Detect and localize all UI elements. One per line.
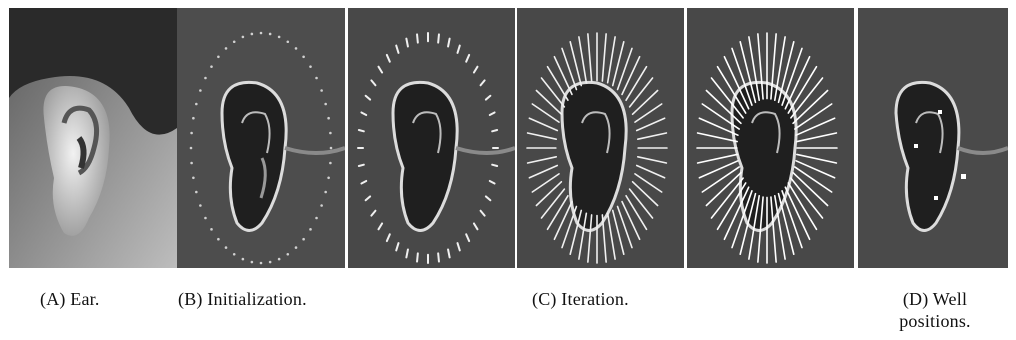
init-dot	[320, 89, 323, 92]
init-dot	[190, 162, 193, 165]
init-dot	[217, 238, 220, 241]
caption-d: (D) Well positions.	[892, 288, 978, 332]
init-dot	[242, 258, 245, 261]
init-dot	[233, 40, 236, 43]
init-dot	[260, 262, 263, 265]
init-dot	[309, 228, 312, 231]
iteration-line	[359, 165, 364, 166]
init-dot	[210, 228, 213, 231]
init-dot	[225, 246, 228, 249]
init-dot	[204, 217, 207, 220]
init-dot	[199, 89, 202, 92]
init-dot	[295, 47, 298, 50]
init-dot	[251, 261, 254, 264]
well-marker	[938, 110, 942, 114]
init-dot	[302, 55, 305, 58]
panel-c3-iteration	[687, 8, 854, 268]
init-dot	[260, 32, 263, 35]
init-dot	[329, 162, 332, 165]
init-dot	[302, 238, 305, 241]
init-dot	[286, 253, 289, 256]
init-dot	[278, 258, 281, 261]
init-dot	[324, 103, 327, 106]
init-dot	[192, 117, 195, 120]
init-dot	[251, 33, 254, 36]
init-dot	[327, 176, 330, 179]
init-dot	[315, 77, 318, 80]
caption-d-line1: (D) Well	[892, 288, 978, 310]
init-dot	[330, 147, 333, 150]
init-dot	[269, 261, 272, 264]
iteration-line	[492, 165, 497, 166]
init-dot	[204, 77, 207, 80]
init-dot	[327, 117, 330, 120]
init-dot	[286, 40, 289, 43]
init-dot	[190, 147, 193, 150]
panel-d-well-positions	[858, 8, 1008, 268]
iteration-line	[359, 130, 364, 131]
well-marker	[914, 144, 918, 148]
init-dot	[242, 36, 245, 39]
iteration-line	[438, 34, 439, 42]
iteration-line	[492, 130, 497, 131]
panel-a-ear-photo	[9, 8, 177, 268]
init-dot	[315, 217, 318, 220]
well-marker	[961, 174, 966, 179]
init-dot	[295, 246, 298, 249]
iteration-line	[417, 253, 418, 261]
well-marker	[934, 196, 938, 200]
caption-b: (B) Initialization.	[178, 288, 307, 310]
init-dot	[190, 132, 193, 135]
iteration-line	[417, 34, 418, 42]
init-dot	[225, 47, 228, 50]
init-dot	[324, 191, 327, 194]
init-dot	[233, 253, 236, 256]
init-dot	[199, 204, 202, 207]
caption-c: (C) Iteration.	[532, 288, 629, 310]
init-dot	[309, 65, 312, 68]
init-dot	[320, 204, 323, 207]
caption-d-line2: positions.	[892, 310, 978, 332]
init-dot	[269, 33, 272, 36]
init-dot	[195, 103, 198, 106]
init-dot	[217, 55, 220, 58]
panel-b-initialization	[177, 8, 345, 268]
init-dot	[329, 132, 332, 135]
init-dot	[278, 36, 281, 39]
iteration-line	[438, 253, 439, 261]
init-dot	[210, 65, 213, 68]
panel-c2-iteration	[517, 8, 684, 268]
caption-a: (A) Ear.	[40, 288, 100, 310]
panel-c1-iteration	[348, 8, 515, 268]
init-dot	[195, 191, 198, 194]
init-dot	[192, 176, 195, 179]
